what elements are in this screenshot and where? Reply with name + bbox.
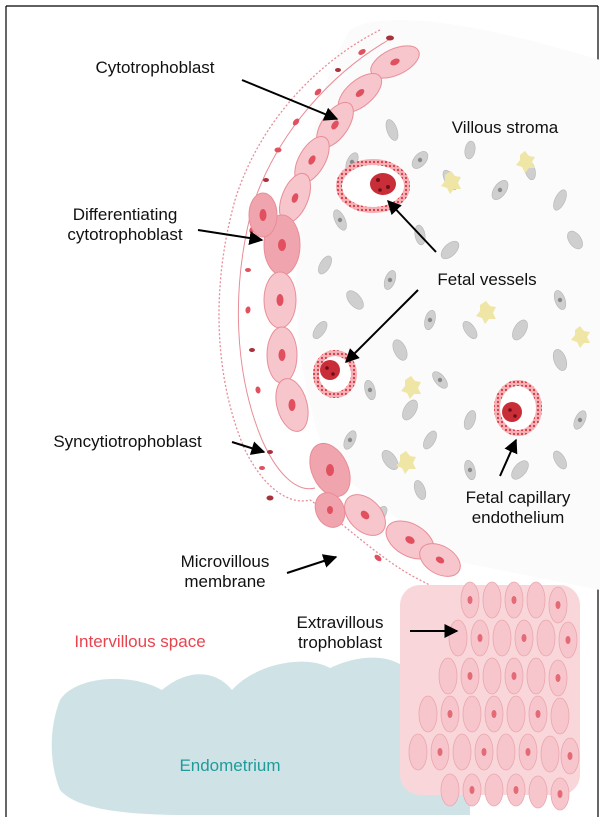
label-extravillous-trophoblast: Extravillous trophoblast <box>270 613 410 653</box>
label-syncytiotrophoblast: Syncytiotrophoblast <box>20 432 235 452</box>
label-intervillous-space: Intervillous space <box>40 632 240 652</box>
arrow-syncytiotrophoblast <box>232 442 264 452</box>
extravillous-trophoblast-column <box>400 582 580 810</box>
label-cytotrophoblast: Cytotrophoblast <box>60 58 250 78</box>
label-fetal-vessels: Fetal vessels <box>412 270 562 290</box>
fetal-vessel-upper <box>339 162 407 210</box>
label-villous-stroma: Villous stroma <box>420 118 590 138</box>
differentiating-cell-nucleus <box>260 209 267 221</box>
label-fetal-capillary-endothelium: Fetal capillary endothelium <box>438 488 598 528</box>
label-endometrium: Endometrium <box>150 756 310 776</box>
fetal-vessel-right <box>497 383 539 433</box>
label-differentiating-cytotrophoblast: Differentiating cytotrophoblast <box>40 205 210 245</box>
label-microvillous-membrane: Microvillous membrane <box>150 552 300 592</box>
